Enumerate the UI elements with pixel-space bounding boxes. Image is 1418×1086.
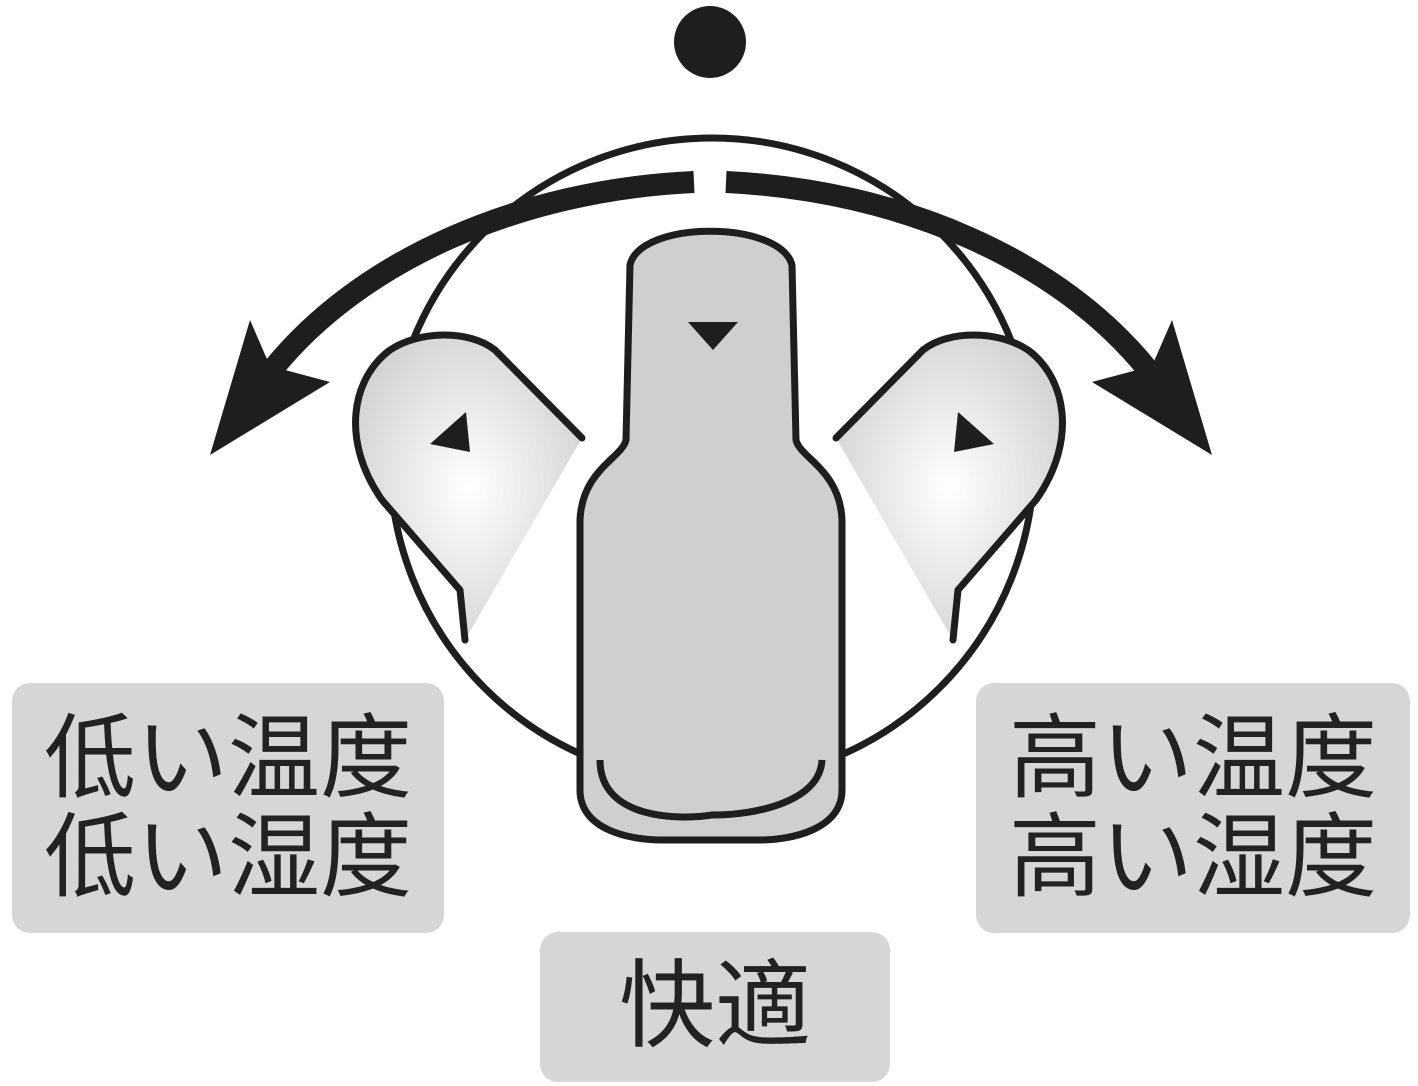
right-arrowhead-icon [1092, 320, 1212, 455]
right-label-line1: 高い温度 [1008, 704, 1377, 812]
low-temp-low-humidity-label: 低い温度 低い湿度 [12, 683, 444, 933]
knob-base-arc [596, 759, 826, 821]
left-label-line2: 低い湿度 [43, 804, 412, 911]
center-pointer-icon [688, 322, 738, 350]
left-arrow-arc [263, 171, 695, 377]
left-label-line1: 低い温度 [43, 704, 412, 812]
right-label-line2: 高い湿度 [1008, 804, 1377, 911]
right-pointer-icon [954, 412, 994, 452]
knob-body [576, 227, 846, 844]
center-label-text: 快適 [619, 950, 811, 1063]
right-arrow-arc [725, 171, 1157, 377]
comfortable-label: 快適 [540, 932, 890, 1082]
right-knob-position [832, 331, 1066, 644]
left-pointer-icon [430, 412, 470, 452]
top-marker-dot [674, 6, 746, 78]
left-arrowhead-icon [210, 320, 330, 455]
high-temp-high-humidity-label: 高い温度 高い湿度 [976, 683, 1410, 933]
left-knob-position [352, 331, 586, 644]
